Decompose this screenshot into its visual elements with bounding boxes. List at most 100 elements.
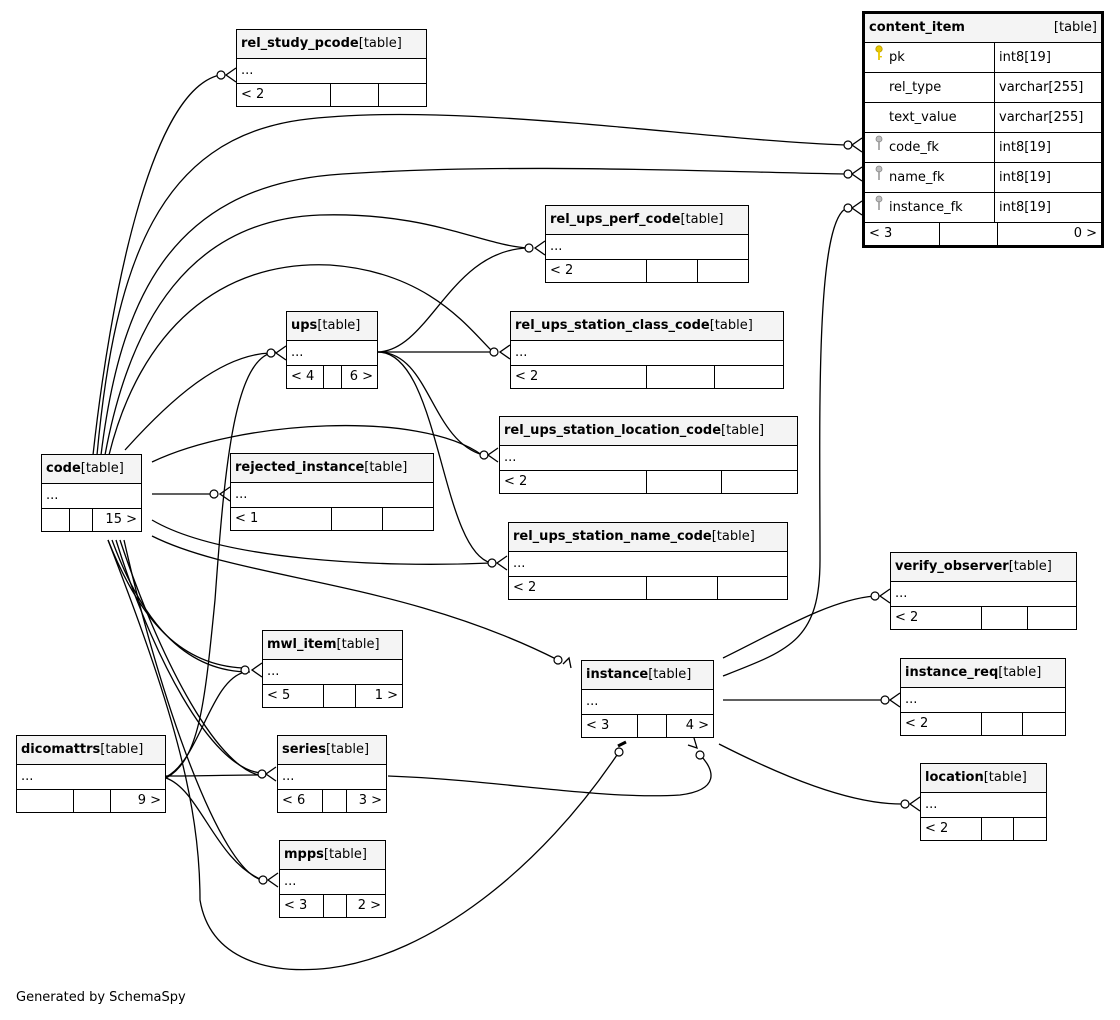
table-footer: < 4 6 > [287, 366, 377, 388]
children-count[interactable] [718, 577, 787, 599]
table-tag: [table] [998, 665, 1042, 680]
column-row-instance-fk[interactable]: instance_fk int8[19] [865, 193, 1101, 223]
parents-count[interactable]: < 5 [263, 685, 324, 707]
children-count[interactable] [698, 260, 748, 282]
crowfoot [850, 200, 863, 216]
table-mpps[interactable]: mpps[table] ... < 3 2 > [279, 840, 386, 918]
edge-instance-verify [722, 595, 875, 659]
table-name: instance [586, 667, 649, 682]
table-rel-ups-station-location-code[interactable]: rel_ups_station_location_code[table] ...… [499, 416, 798, 494]
children-count[interactable]: 6 > [349, 369, 373, 384]
table-header: rejected_instance[table] [231, 454, 433, 483]
table-tag: [table] [721, 423, 765, 438]
parents-count[interactable]: < 3 [865, 223, 940, 245]
edge-code-rel-study-pcode [92, 74, 221, 456]
parents-count[interactable] [42, 509, 70, 531]
table-name: mpps [284, 847, 324, 862]
children-count[interactable]: 0 > [1073, 226, 1097, 241]
children-count[interactable] [383, 508, 433, 530]
table-location[interactable]: location[table] ... < 2 [920, 763, 1047, 841]
table-name: rel_ups_station_location_code [504, 423, 722, 438]
table-rel-ups-station-name-code[interactable]: rel_ups_station_name_code[table] ... < 2 [508, 522, 788, 600]
column-name: instance_fk [889, 200, 963, 215]
crowfoot [274, 345, 287, 361]
table-verify-observer[interactable]: verify_observer[table] ... < 2 [890, 552, 1077, 630]
table-rel-study-pcode[interactable]: rel_study_pcode[table] ... < 2 [236, 29, 427, 107]
column-type: int8[19] [999, 170, 1051, 185]
parents-count[interactable]: < 2 [511, 366, 647, 388]
table-header: series[table] [278, 736, 386, 765]
column-type: int8[19] [999, 50, 1051, 65]
crowfoot [878, 588, 891, 604]
parents-count[interactable]: < 2 [546, 260, 647, 282]
table-instance[interactable]: instance[table] ... < 3 4 > [581, 660, 714, 738]
table-footer: 9 > [17, 790, 165, 812]
edge-marker [487, 558, 497, 568]
children-count[interactable]: 9 > [137, 793, 161, 808]
table-footer: < 2 [921, 818, 1046, 840]
table-header: rel_study_pcode[table] [237, 30, 426, 59]
table-ellipsis: ... [891, 582, 1076, 607]
children-count[interactable] [1023, 713, 1065, 735]
parents-count[interactable]: < 1 [231, 508, 332, 530]
children-count[interactable]: 15 > [105, 512, 137, 527]
column-row-name-fk[interactable]: name_fk int8[19] [865, 163, 1101, 193]
column-name: pk [889, 50, 905, 65]
edge-marker [524, 243, 534, 253]
children-count[interactable]: 3 > [358, 793, 382, 808]
table-ups[interactable]: ups[table] ... < 4 6 > [286, 311, 378, 389]
primary-key-icon [873, 43, 885, 72]
parents-count[interactable]: < 4 [287, 366, 324, 388]
column-row-code-fk[interactable]: code_fk int8[19] [865, 133, 1101, 163]
edge-marker [553, 655, 563, 665]
children-count[interactable] [722, 471, 797, 493]
table-series[interactable]: series[table] ... < 6 3 > [277, 735, 387, 813]
table-dicomattrs[interactable]: dicomattrs[table] ... 9 > [16, 735, 166, 813]
table-footer: 15 > [42, 509, 141, 531]
crowfoot [850, 137, 863, 153]
parents-count[interactable]: < 2 [901, 713, 982, 735]
table-tag: [table] [648, 667, 692, 682]
children-count[interactable]: 1 > [374, 688, 398, 703]
edge-code-content-item-code-fk [96, 113, 846, 456]
column-name: text_value [889, 110, 957, 125]
edge-marker [209, 489, 219, 499]
table-header: verify_observer[table] [891, 553, 1076, 582]
table-mwl-item[interactable]: mwl_item[table] ... < 5 1 > [262, 630, 403, 708]
table-name: dicomattrs [21, 742, 101, 757]
parents-count[interactable]: < 3 [582, 715, 638, 737]
parents-count[interactable]: < 2 [921, 818, 982, 840]
children-count[interactable] [715, 366, 783, 388]
parents-count[interactable] [17, 790, 74, 812]
footer-cell [982, 713, 1023, 735]
table-name: rejected_instance [235, 460, 365, 475]
parents-count[interactable]: < 6 [278, 790, 323, 812]
table-code[interactable]: code[table] ... 15 > [41, 454, 142, 532]
table-rejected-instance[interactable]: rejected_instance[table] ... < 1 [230, 453, 434, 531]
children-count[interactable] [1028, 607, 1076, 629]
table-footer: < 6 3 > [278, 790, 386, 812]
table-content-item[interactable]: content_item [table] pk int8[19] rel_typ… [862, 11, 1104, 248]
children-count[interactable]: 2 > [357, 898, 381, 913]
table-rel-ups-perf-code[interactable]: rel_ups_perf_code[table] ... < 2 [545, 205, 749, 283]
column-row-rel-type[interactable]: rel_type varchar[255] [865, 73, 1101, 103]
edge-marker [479, 450, 489, 460]
table-rel-ups-station-class-code[interactable]: rel_ups_station_class_code[table] ... < … [510, 311, 784, 389]
parents-count[interactable]: < 2 [500, 471, 647, 493]
children-count[interactable]: 4 > [685, 718, 709, 733]
children-count[interactable] [379, 84, 426, 106]
table-tag: [table] [317, 318, 361, 333]
column-row-pk[interactable]: pk int8[19] [865, 43, 1101, 73]
children-count[interactable] [1014, 818, 1046, 840]
parents-count[interactable]: < 2 [237, 84, 331, 106]
edge-marker [843, 169, 853, 179]
column-row-text-value[interactable]: text_value varchar[255] [865, 103, 1101, 133]
bar [617, 740, 627, 748]
edge-code-instance-loop [107, 539, 620, 971]
crowfoot [266, 872, 279, 888]
parents-count[interactable]: < 2 [891, 607, 982, 629]
edge-dicom-mwl [165, 671, 246, 778]
parents-count[interactable]: < 3 [280, 895, 324, 917]
table-instance-req[interactable]: instance_req[table] ... < 2 [900, 658, 1066, 736]
parents-count[interactable]: < 2 [509, 577, 647, 599]
